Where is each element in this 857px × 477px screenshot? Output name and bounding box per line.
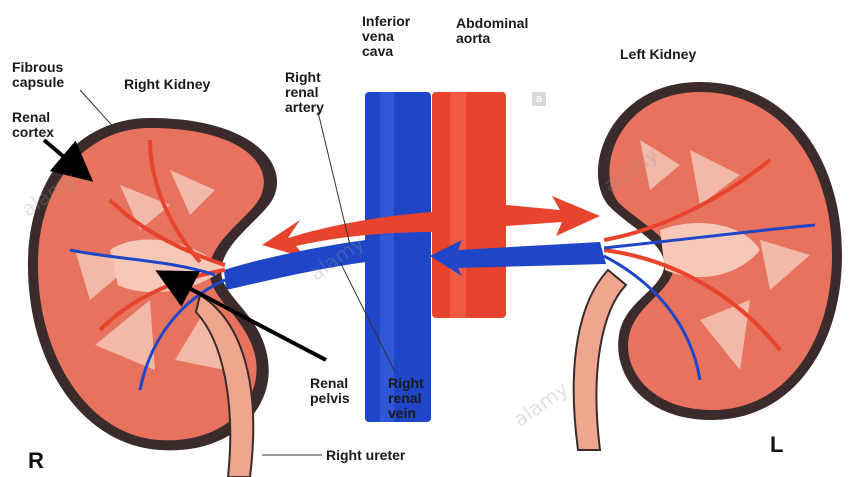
side-marker-right: R	[28, 448, 44, 474]
side-marker-left: L	[770, 432, 783, 458]
watermark-badge: a	[532, 92, 546, 106]
left-kidney-shape	[598, 82, 842, 420]
label-left-kidney: Left Kidney	[620, 47, 696, 62]
label-right-renal-artery: Right renal artery	[285, 70, 324, 115]
left-renal-artery-vessel	[506, 196, 600, 236]
left-ureter-vessel	[574, 270, 626, 450]
label-renal-pelvis: Renal pelvis	[310, 376, 350, 406]
label-right-renal-vein: Right renal vein	[388, 376, 424, 421]
label-right-ureter: Right ureter	[326, 448, 405, 463]
label-fibrous-capsule: Fibrous capsule	[12, 60, 64, 90]
inferior-vena-cava-vessel	[365, 92, 431, 422]
left-renal-vein-vessel	[430, 240, 606, 276]
abdominal-aorta-vessel	[432, 92, 506, 318]
label-renal-cortex: Renal cortex	[12, 110, 54, 140]
label-right-kidney: Right Kidney	[124, 77, 210, 92]
label-abdominal-aorta: Abdominal aorta	[456, 16, 528, 46]
label-inferior-vena-cava: Inferior vena cava	[362, 14, 410, 59]
